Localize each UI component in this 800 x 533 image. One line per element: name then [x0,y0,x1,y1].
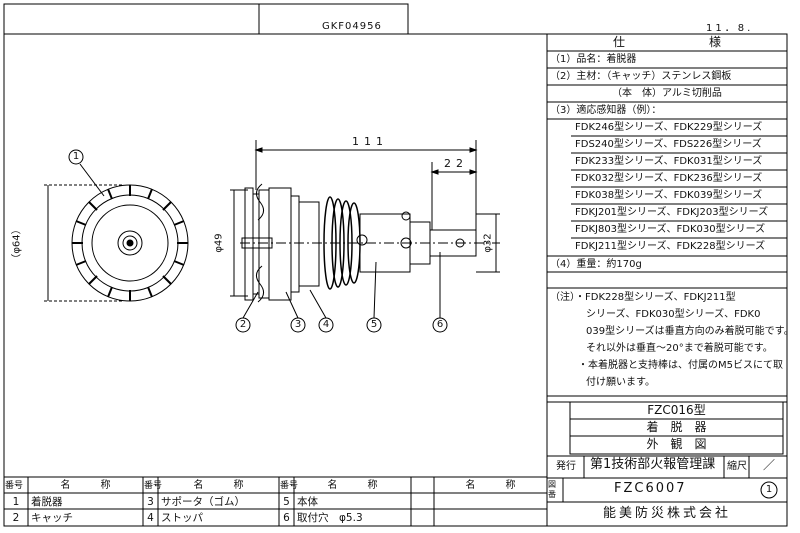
dim-tip: 22 [444,157,468,170]
callout-3: 3 [294,319,302,330]
spec-row: FDK246型シリーズ、FDK229型シリーズ [575,122,763,133]
part-1-no: 1 [12,496,20,508]
main-border [3,33,788,527]
parts-header-no: 番号 [5,481,24,491]
issue-label: 発行 [556,461,576,472]
spec-title: 仕 様 [612,35,721,49]
part-1-name: 着脱器 [31,496,63,508]
part-2-name: キャッチ [31,512,73,524]
callout-4: 4 [322,319,330,330]
drawing-code: GKF04956 [322,21,382,32]
company-name: 能美防災株式会社 [602,506,731,521]
callout-2: 2 [239,319,247,330]
spec-row: （2）主材：（キャッチ）ステンレス鋼板 [550,71,732,82]
part-3-no: 3 [147,496,154,508]
spec-row: FDK032型シリーズ、FDK236型シリーズ [575,173,763,184]
callout-1: 1 [72,151,80,162]
parts-header-no: 番号 [144,481,163,491]
spec-note: 039型シリーズは垂直方向のみ着脱可能です。 [586,326,794,337]
dim-length: 111 [352,135,388,148]
spec-row: FDS240型シリーズ、FDS226型シリーズ [575,139,762,150]
scale-value: ／ [763,458,776,472]
spec-row: FDKJ201型シリーズ、FDKJ203型シリーズ [575,207,769,218]
dim-outer-dia: （φ64） [11,224,23,264]
parts-header-no: 番号 [280,481,299,491]
part-6-no: 6 [283,512,290,524]
parts-header-name: 名 称 [465,480,516,491]
spec-note: シリーズ、FDK030型シリーズ、FDK0 [586,309,761,320]
drawing-date: 11．8. [706,23,754,34]
product-name: 着 脱 器 [646,420,707,434]
spec-note: ・本着脱器と支持棒は、付属のM5ビスにて取 [578,360,783,371]
spec-row: FDKJ211型シリーズ、FDK228型シリーズ [575,241,766,252]
part-4-name: ストッパ [161,512,203,524]
view-name: 外 観 図 [646,437,707,451]
side-view-drawing [230,140,500,319]
spec-row: FDK233型シリーズ、FDK031型シリーズ [575,156,763,167]
spec-note: 付け願います。 [586,377,655,388]
revision-number: 1 [765,484,773,495]
spec-row: （本 体）アルミ切削品 [612,88,722,99]
spec-row: FDK038型シリーズ、FDK039型シリーズ [575,190,763,201]
callout-5: 5 [370,319,378,330]
parts-header-name: 名 称 [193,480,244,491]
callout-4-circle [318,317,334,333]
spec-row: （4）重量：約170g [550,259,642,270]
scale-label: 縮尺 [727,461,747,472]
callout-6: 6 [436,319,444,330]
revision-circle [760,481,778,499]
drawing-number-label: 図番 [548,480,556,499]
model-name: FZC016型 [647,403,706,417]
spec-row: （1）品名：着脱器 [550,54,637,65]
parts-header-name: 名 称 [327,480,378,491]
spec-row: （3）適応感知器（例）： [550,105,662,116]
spec-row: FDKJ803型シリーズ、FDK030型シリーズ [575,224,766,235]
callout-1-circle [68,149,84,165]
part-3-name: サポータ（ゴム） [161,496,245,508]
callout-3-circle [290,317,306,333]
front-view-drawing [44,163,189,302]
part-4-no: 4 [147,512,154,524]
part-5-name: 本体 [297,496,318,508]
part-6-name: 取付穴 φ5.3 [297,512,363,524]
spec-note: それ以外は垂直～20°まで着脱可能です。 [586,343,773,354]
parts-header-name: 名 称 [60,480,111,491]
drawing-number: FZC6007 [614,481,687,496]
dim-body-dia: φ32 [482,233,494,253]
callout-2-circle [235,317,251,333]
department: 第1技術部火報管理課 [590,457,716,472]
part-2-no: 2 [12,512,20,524]
callout-6-circle [432,317,448,333]
part-5-no: 5 [283,496,290,508]
spec-note: （注）・FDK228型シリーズ、FDKJ211型 [550,292,736,303]
callout-5-circle [366,317,382,333]
dim-flange-dia: φ49 [213,233,225,253]
